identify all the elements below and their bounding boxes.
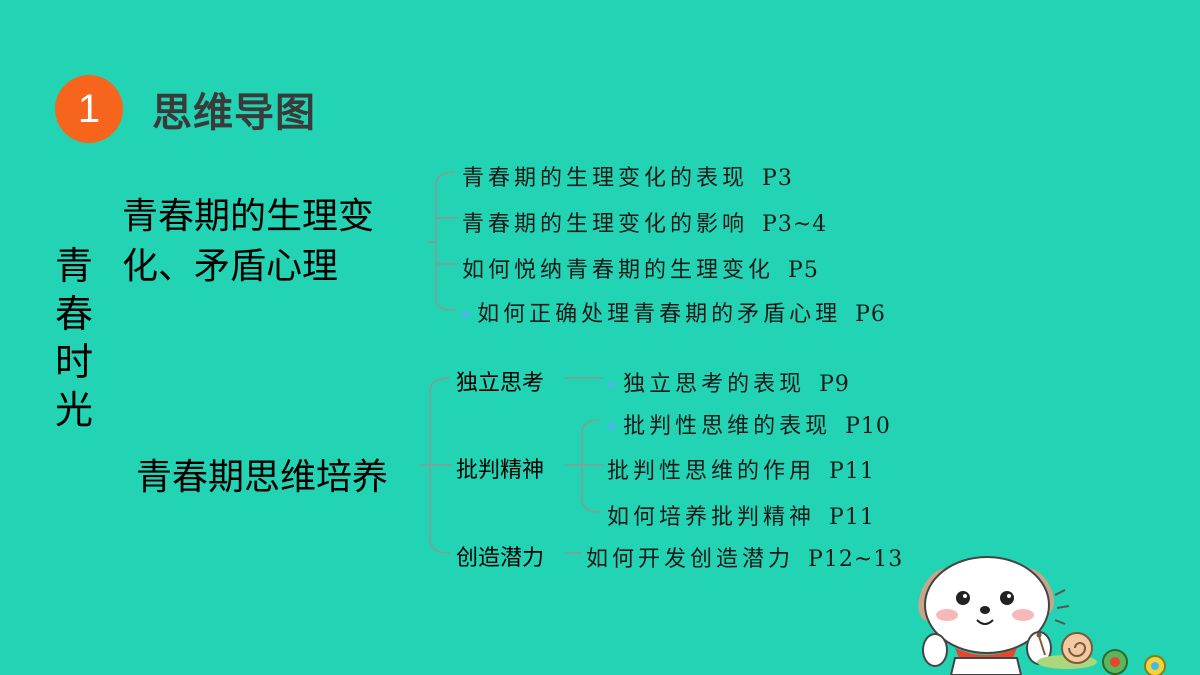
sub-topic-label: 创造潜力: [456, 546, 545, 571]
branch1-title: 青春期的生理变 化、矛盾心理: [122, 192, 374, 292]
page-ref: P11: [829, 505, 875, 530]
star-icon: ✦: [604, 417, 620, 438]
branch1-title-line1: 青春期的生理变: [122, 196, 375, 237]
star-icon: ✦: [604, 375, 620, 396]
page-ref: P5: [788, 258, 819, 283]
page-ref: P12~13: [808, 547, 904, 572]
page-ref: P3: [762, 166, 793, 191]
puppy-illustration: [918, 556, 1166, 675]
page-ref: P10: [845, 414, 891, 439]
page-ref: P3~4: [762, 212, 828, 237]
root-topic: 青春时光: [54, 244, 93, 432]
section-title: 思维导图: [152, 90, 316, 136]
page-ref: P9: [819, 372, 850, 397]
section-number-badge: 1: [55, 75, 123, 143]
sub-topic-label: 批判精神: [456, 458, 545, 483]
sub-topic-label: 独立思考: [456, 371, 545, 396]
star-icon: ✦: [458, 305, 474, 326]
branch2-title: 青春期思维培养: [136, 457, 389, 498]
branch1-title-line2: 化、矛盾心理: [122, 246, 339, 287]
page-ref: P6: [855, 302, 886, 327]
page-ref: P11: [829, 459, 875, 484]
